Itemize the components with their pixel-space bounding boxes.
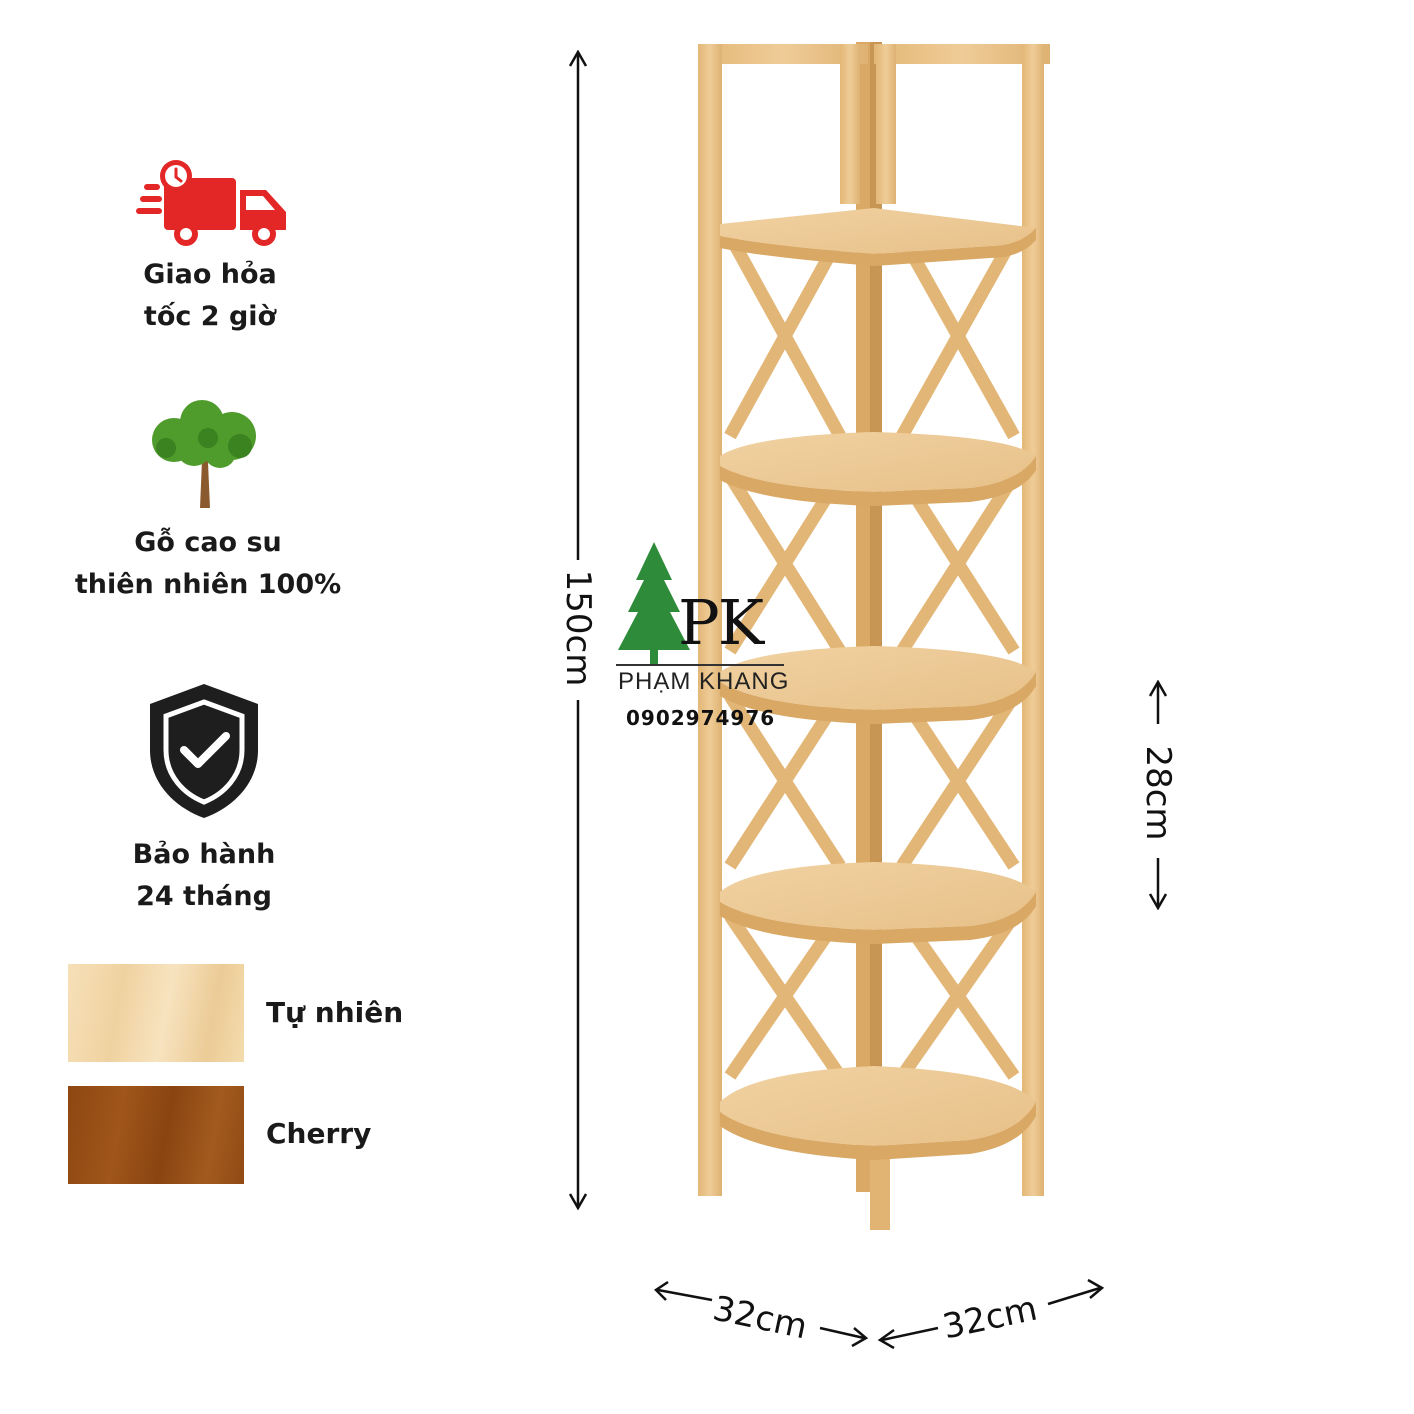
pine-tree-logo-icon [618, 542, 690, 664]
feature-warranty-label: Bảo hành 24 tháng [54, 834, 354, 918]
feature-line: 24 tháng [136, 881, 272, 912]
height-dimension-arrow [568, 50, 588, 1210]
brand-underline [616, 664, 784, 666]
width-dimension-arrows [654, 1278, 1105, 1350]
brand-phone: 0902974976 [626, 706, 776, 730]
swatch-cherry-label: Cherry [266, 1117, 372, 1150]
brand-logo-text: PK [678, 586, 764, 659]
swatch-cherry[interactable] [68, 1086, 244, 1184]
feature-wood-label: Gỗ cao su thiên nhiên 100% [58, 522, 358, 606]
swatch-natural-label: Tự nhiên [266, 996, 404, 1029]
delivery-truck-icon [136, 160, 286, 246]
feature-warranty: Bảo hành 24 tháng [54, 680, 354, 920]
height-dimension-label: 150cm [558, 569, 598, 687]
feature-line: Bảo hành [132, 839, 276, 870]
feature-wood: Gỗ cao su thiên nhiên 100% [58, 400, 358, 610]
shield-check-icon [150, 684, 258, 818]
brand-name: PHẠM KHANG [618, 668, 790, 695]
shelf-spacing-arrow [1148, 680, 1168, 910]
shelf-spacing-label: 28cm [1138, 745, 1178, 841]
feature-line: thiên nhiên 100% [74, 569, 342, 600]
feature-delivery-label: Giao hỏa tốc 2 giờ [60, 254, 360, 338]
feature-line: tốc 2 giờ [143, 301, 277, 332]
brand-watermark: PK PHẠM KHANG 0902974976 [614, 540, 804, 740]
swatch-natural[interactable] [68, 964, 244, 1062]
feature-delivery: Giao hỏa tốc 2 giờ [60, 150, 360, 350]
tree-icon [152, 400, 256, 508]
feature-line: Giao hỏa [143, 259, 277, 290]
corner-shelf-product [698, 42, 1050, 1230]
feature-line: Gỗ cao su [134, 527, 282, 558]
